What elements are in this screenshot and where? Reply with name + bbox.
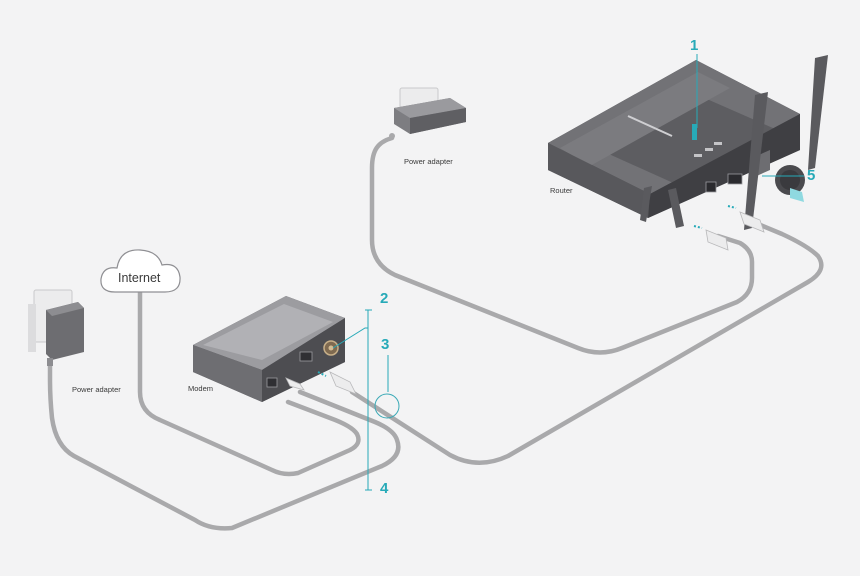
router-plugs (693, 205, 765, 251)
router-power-adapter-label: Power adapter (404, 157, 453, 166)
router-label: Router (550, 186, 573, 195)
callout-lines (332, 54, 804, 491)
callout-3: 3 (381, 336, 390, 353)
modem-eth-port (266, 377, 278, 388)
modem-power-cable (47, 363, 401, 531)
internet-label: Internet (118, 271, 161, 285)
callout-5: 5 (807, 167, 816, 184)
modem-label: Modem (188, 384, 214, 393)
cables (47, 135, 824, 531)
router-antennas (640, 55, 828, 230)
internet-cable (137, 289, 361, 477)
router-power-button (775, 165, 805, 202)
modem-plugs (285, 371, 357, 395)
callout-2: 2 (380, 290, 389, 307)
router-led-strip (694, 142, 722, 157)
internet-cloud (100, 249, 181, 293)
modem-power-adapter-label: Power adapter (72, 385, 121, 394)
modem-power-adapter (28, 289, 84, 366)
router-power-cable (369, 135, 755, 355)
modem-device (193, 296, 345, 402)
callout-1: 1 (690, 37, 699, 54)
callout-4: 4 (380, 480, 389, 497)
router-wan-port (727, 173, 743, 185)
router-power-adapter (389, 87, 466, 139)
modem-wan-port (299, 351, 313, 362)
ethernet-cable (349, 221, 824, 465)
